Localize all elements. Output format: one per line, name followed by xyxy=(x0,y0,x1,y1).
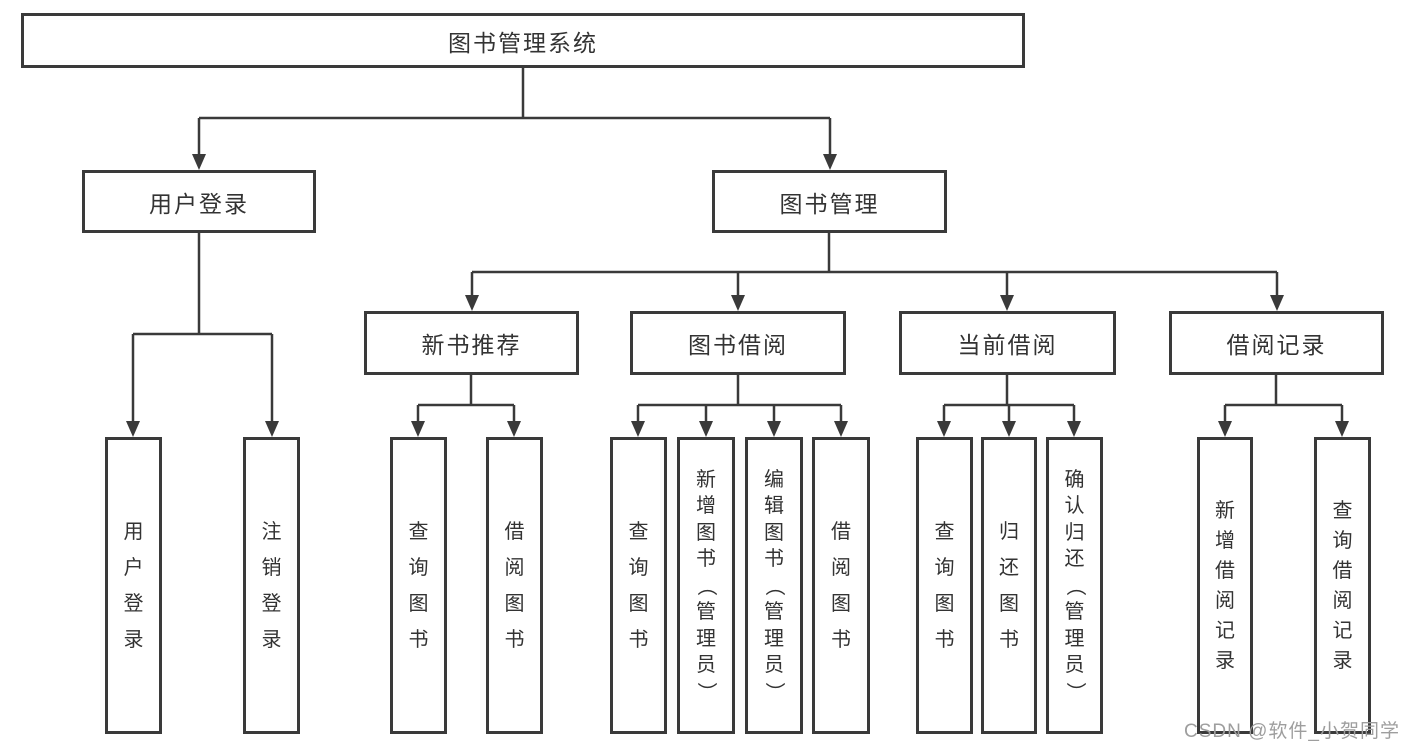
node-new-book-recommend: 新书推荐 xyxy=(364,311,579,375)
query-books-leaf-3: 查询图书 xyxy=(916,437,973,734)
query-books-leaf-1: 查询图书 xyxy=(390,437,447,734)
node-borrow-records: 借阅记录 xyxy=(1169,311,1384,375)
csdn-watermark: CSDN @软件_小贺同学 xyxy=(1184,721,1400,742)
add-borrow-record-leaf: 新增借阅记录 xyxy=(1197,437,1253,734)
logout-leaf: 注销登录 xyxy=(243,437,300,734)
edit-books-admin-leaf: 编辑图书（管理员） xyxy=(745,437,803,734)
return-books-leaf: 归还图书 xyxy=(981,437,1037,734)
user-login-leaf: 用户登录 xyxy=(105,437,162,734)
node-current-borrow: 当前借阅 xyxy=(899,311,1116,375)
node-user-login: 用户登录 xyxy=(82,170,316,233)
confirm-return-admin-leaf: 确认归还（管理员） xyxy=(1046,437,1103,734)
query-books-leaf-2: 查询图书 xyxy=(610,437,667,734)
borrow-books-leaf-1: 借阅图书 xyxy=(486,437,543,734)
node-library-management-system: 图书管理系统 xyxy=(21,13,1025,68)
node-book-borrow: 图书借阅 xyxy=(630,311,846,375)
query-borrow-record-leaf: 查询借阅记录 xyxy=(1314,437,1371,734)
node-book-management: 图书管理 xyxy=(712,170,947,233)
borrow-books-leaf-2: 借阅图书 xyxy=(812,437,870,734)
add-books-admin-leaf: 新增图书（管理员） xyxy=(677,437,735,734)
